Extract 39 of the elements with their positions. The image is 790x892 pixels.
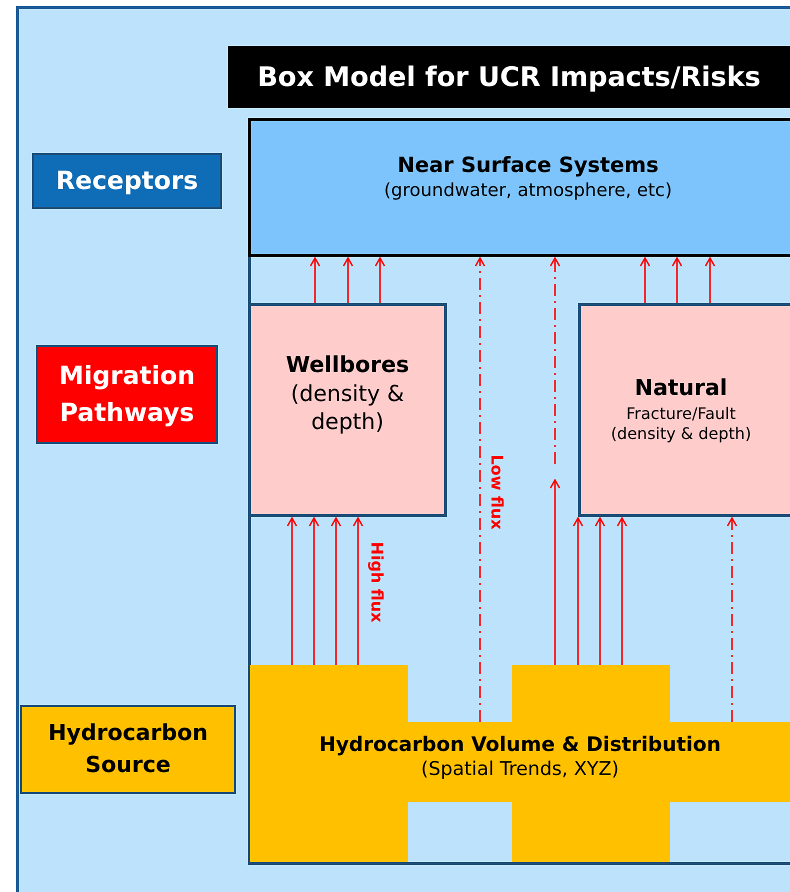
flux-arrow bbox=[640, 257, 650, 303]
layer-label-box bbox=[32, 153, 222, 209]
layer-label: Migration Pathways bbox=[58, 360, 196, 428]
box-heading: Hydrocarbon Volume & Distribution bbox=[319, 731, 721, 757]
box-description: Fracture/Fault bbox=[626, 404, 736, 424]
box-description: (groundwater, atmosphere, etc) bbox=[384, 179, 672, 203]
box-description: (Spatial Trends, XYZ) bbox=[421, 757, 619, 782]
source-cross-shape bbox=[250, 665, 790, 862]
flux-arrow bbox=[310, 257, 320, 303]
flux-arrow bbox=[342, 257, 354, 303]
flux-arrow bbox=[308, 517, 320, 665]
diagram-title: Box Model for UCR Impacts/Risks bbox=[228, 46, 790, 108]
flux-arrow bbox=[672, 257, 682, 303]
flux-arrow bbox=[550, 479, 560, 665]
layer-label-box bbox=[36, 345, 218, 444]
flux-arrow bbox=[616, 517, 628, 665]
flux-arrow bbox=[374, 257, 386, 303]
pathway-box bbox=[248, 303, 447, 517]
edge-label: Low flux bbox=[488, 454, 506, 530]
flux-arrow bbox=[352, 517, 364, 665]
box-description: (density & depth) bbox=[290, 380, 406, 438]
box-description: (density & depth) bbox=[610, 424, 752, 446]
flux-arrow bbox=[286, 517, 298, 665]
layer-label-box bbox=[20, 705, 236, 794]
flux-arrow bbox=[330, 517, 342, 665]
box-heading: Near Surface Systems bbox=[397, 152, 659, 180]
layer-label: Hydrocarbon Source bbox=[47, 720, 209, 780]
dash-dot-arrow bbox=[550, 257, 560, 464]
box-heading: Natural bbox=[634, 374, 728, 403]
dash-dot-arrow bbox=[474, 257, 486, 722]
flux-arrow bbox=[594, 517, 606, 665]
edge-label: High flux bbox=[368, 542, 386, 622]
layer-label: Receptors bbox=[56, 164, 198, 197]
dash-dot-arrow bbox=[726, 517, 738, 722]
box-heading: Wellbores bbox=[286, 352, 410, 380]
flux-arrow bbox=[572, 517, 584, 665]
flux-arrow bbox=[704, 257, 716, 303]
pathway-box bbox=[578, 303, 790, 517]
receptor-box bbox=[248, 118, 790, 257]
